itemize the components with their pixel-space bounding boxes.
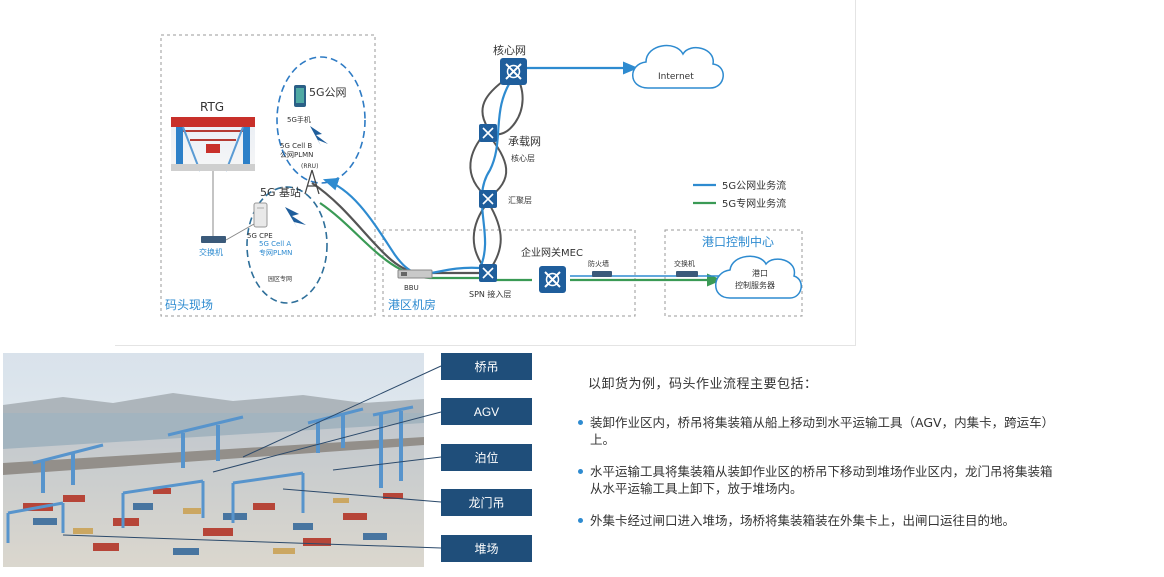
mec-label: 企业网关MEC (521, 246, 583, 259)
control-server-cloud-icon (715, 255, 802, 299)
firewall-label: 防火墙 (588, 259, 609, 268)
base-station-title: 5G 基站 (260, 185, 301, 199)
workflow-step: 水平运输工具将集装箱从装卸作业区的桥吊下移动到堆场作业区内，龙门吊将集装箱 从水… (578, 463, 1118, 497)
control-switch-icon (676, 271, 698, 277)
phone-label: 5G手机 (287, 115, 311, 124)
workflow-intro: 以卸货为例，码头作业流程主要包括： (588, 377, 818, 392)
public-signal-icon (310, 126, 328, 146)
core-network-label: 核心网 (493, 43, 526, 57)
port-aerial-photo (3, 353, 424, 567)
workflow-step: 装卸作业区内，桥吊将集装箱从船上移动到水平运输工具（AGV，内集卡，跨运车） 上… (578, 414, 1118, 448)
rtg-label: RTG (200, 100, 224, 114)
cpe-device-icon (253, 202, 268, 228)
cell-a-line1: 5G Cell A (259, 240, 291, 248)
bullet-dot-icon (578, 518, 583, 523)
public-flow-legend: 5G公网业务流 (722, 179, 786, 192)
machine-room-label: 港区机房 (388, 297, 436, 312)
workflow-step-line: 上。 (590, 432, 616, 447)
network-diagram-frame (115, 0, 856, 346)
bearer-core-router-icon (479, 124, 497, 142)
internet-cloud-icon (632, 44, 724, 89)
core-router-icon (500, 58, 527, 85)
private-signal-icon (285, 207, 306, 229)
dock-site-label: 码头现场 (165, 298, 213, 312)
spn-access-router-icon (479, 264, 497, 282)
firewall-icon (592, 271, 612, 277)
control-cloud-line2: 控制服务器 (735, 280, 775, 290)
bbu-device-icon (397, 269, 433, 279)
bbu-label: BBU (404, 284, 419, 292)
rru-label: (RRU) (301, 163, 318, 170)
control-center-region (664, 229, 803, 317)
dock-site-region (160, 34, 376, 317)
cell-a-line2: 专网PLMN (259, 248, 292, 257)
workflow-step-line: 水平运输工具将集装箱从装卸作业区的桥吊下移动到堆场作业区内，龙门吊将集装箱 (590, 464, 1053, 479)
workflow-step-line: 外集卡经过闸口进入堆场，场桥将集装箱装在外集卡上，出闸口运往目的地。 (590, 513, 1016, 528)
rtg-crane-image (171, 117, 255, 172)
dock-switch-label: 交换机 (199, 247, 223, 257)
workflow-step-line: 从水平运输工具上卸下，放于堆场内。 (590, 481, 803, 496)
control-switch-label: 交换机 (674, 259, 695, 268)
aggregation-layer-label: 汇聚层 (508, 196, 532, 205)
workflow-steps: 装卸作业区内，桥吊将集装箱从船上移动到水平运输工具（AGV，内集卡，跨运车） 上… (578, 414, 1118, 544)
bearer-network-label: 承载网 (508, 135, 541, 148)
callout-leader-lines (62, 365, 442, 549)
control-cloud-line1: 港口 (752, 268, 768, 278)
public-cell-coverage (276, 56, 366, 184)
mec-gateway-icon (539, 266, 566, 293)
dock-switch-icon (201, 236, 226, 243)
callout-yard: 堆场 (441, 535, 532, 562)
control-center-label: 港口控制中心 (702, 234, 774, 249)
park-private-label: 园区专网 (268, 275, 292, 283)
internet-label: Internet (658, 72, 694, 82)
core-layer-label: 核心层 (511, 153, 535, 163)
callout-agv: AGV (441, 398, 532, 425)
phone-icon (294, 85, 306, 107)
machine-room-region (382, 229, 636, 317)
cell-b-line1: 5G Cell B (280, 142, 312, 150)
cpe-label: 5G CPE (247, 232, 273, 240)
public-cell-title: 5G公网 (309, 86, 347, 99)
callout-gantry-crane: 龙门吊 (441, 489, 532, 516)
workflow-step: 外集卡经过闸口进入堆场，场桥将集装箱装在外集卡上，出闸口运往目的地。 (578, 512, 1118, 529)
public-flow-path (322, 177, 481, 275)
callout-berth: 泊位 (441, 444, 532, 471)
cell-b-line2: 公网PLMN (280, 151, 313, 159)
network-diagram: 核心网 Internet 承载网 核心层 汇聚层 SPN 接入层 5G公网业务流… (160, 34, 803, 317)
spn-access-label: SPN 接入层 (469, 289, 511, 299)
private-flow-legend: 5G专网业务流 (722, 197, 786, 210)
private-cell-coverage (246, 186, 328, 304)
callout-quay-crane: 桥吊 (441, 353, 532, 380)
bearer-aggregation-router-icon (479, 190, 497, 208)
base-station-antenna-icon (304, 169, 320, 195)
bullet-dot-icon (578, 420, 583, 425)
bullet-dot-icon (578, 469, 583, 474)
workflow-step-line: 装卸作业区内，桥吊将集装箱从船上移动到水平运输工具（AGV，内集卡，跨运车） (590, 415, 1055, 430)
